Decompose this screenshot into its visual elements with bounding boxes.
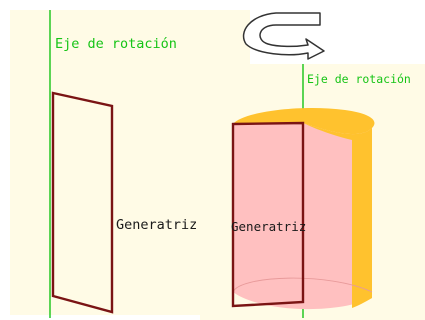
- generatrix-right: [231, 121, 305, 308]
- revolution-cylinder: [231, 107, 375, 310]
- generatrix-label-left: Generatriz: [116, 217, 197, 233]
- cylinder-top-cap: [233, 107, 375, 135]
- curved-rotation-arrow-icon: [242, 12, 325, 60]
- cylinder-side-surface: [303, 123, 372, 308]
- cylinder-bottom-outline: [232, 277, 373, 293]
- rotation-axis-label-left: Eje de rotación: [55, 36, 177, 52]
- rotation-axis-label-right: Eje de rotación: [307, 72, 411, 86]
- generatrix-label-right: Generatriz: [231, 219, 306, 234]
- generatrix-left: [51, 91, 114, 314]
